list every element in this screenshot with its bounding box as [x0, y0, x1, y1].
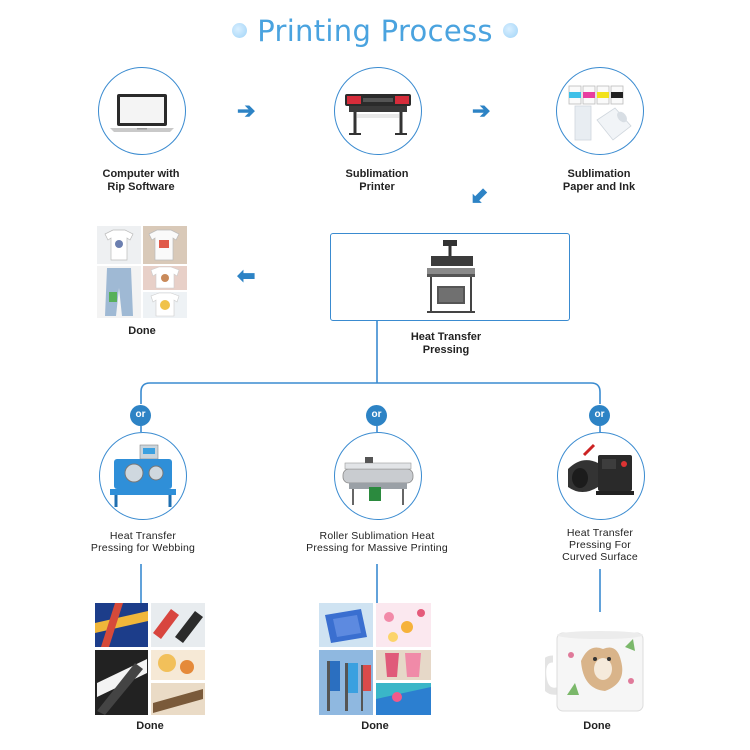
roller-products-image: [319, 603, 431, 715]
paper-ink-icon: [568, 85, 632, 141]
connector-bar: [140, 382, 601, 404]
heat-press-machine-icon: [427, 240, 475, 313]
mug-press-machine-icon: [568, 443, 634, 495]
laptop-icon: [110, 94, 174, 132]
page-title-row: Printing Process: [0, 14, 750, 48]
arrow-down-left-icon: ⬋: [470, 183, 489, 208]
heat-press-box: [330, 233, 570, 321]
step-heat-press-label: Heat Transfer Pressing: [410, 331, 482, 356]
roller-sublimation-machine-icon: [342, 457, 414, 505]
computer-circle: [98, 67, 186, 155]
title-dot-right: [502, 22, 518, 38]
webbing-products-grid: [95, 603, 205, 715]
title-dot-left: [232, 22, 248, 38]
roller-circle: [334, 432, 422, 520]
tshirt-products-image: [97, 226, 187, 318]
done-roller-label: Done: [361, 720, 389, 732]
curved-circle: [557, 432, 645, 520]
roller-products-grid: [319, 603, 431, 715]
arrow-right-icon-2: ➔: [472, 98, 491, 123]
sublimation-printer-icon: [345, 94, 411, 135]
page-title: Printing Process: [257, 14, 493, 48]
webbing-press-machine-icon: [110, 444, 176, 507]
paper-ink-circle: [556, 67, 644, 155]
step-printer-label: Sublimation Printer: [345, 168, 409, 193]
webbing-circle: [99, 432, 187, 520]
done-webbing-label: Done: [136, 720, 164, 732]
or-badge-1: or: [130, 405, 151, 426]
printer-circle: [334, 67, 422, 155]
arrow-right-icon-1: ➔: [237, 98, 256, 123]
done-top-label: Done: [128, 325, 156, 337]
or-badge-2: or: [366, 405, 387, 426]
branch-curved-label: Heat Transfer Pressing For Curved Surfac…: [562, 527, 638, 563]
done-curved-label: Done: [583, 720, 611, 732]
webbing-products-image: [95, 603, 205, 715]
branch-webbing-label: Heat Transfer Pressing for Webbing: [90, 530, 196, 554]
branch-roller-label: Roller Sublimation Heat Pressing for Mas…: [306, 530, 448, 554]
done-clothing-grid: [97, 226, 187, 318]
step-computer-label: Computer with Rip Software: [102, 168, 180, 193]
mug-product: [545, 625, 655, 715]
mug-image: [545, 631, 644, 712]
step-paper-label: Sublimation Paper and Ink: [562, 168, 636, 193]
or-badge-3: or: [589, 405, 610, 426]
arrow-left-icon: ⬅: [237, 263, 256, 288]
